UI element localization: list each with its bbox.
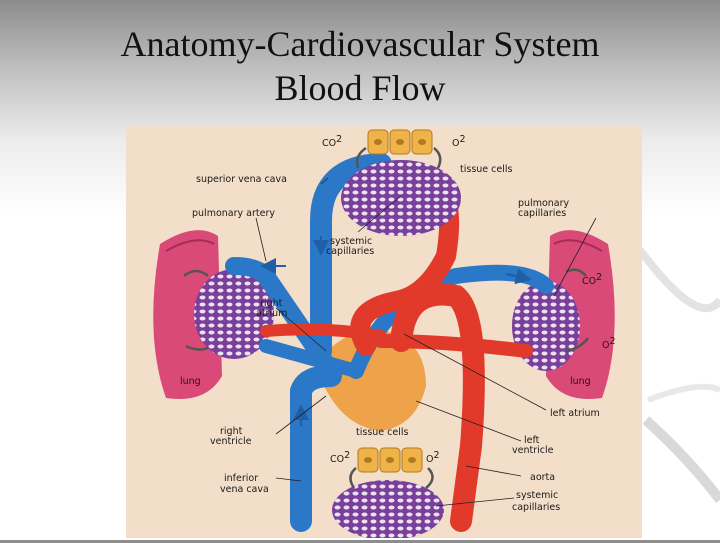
svg-text:CO2: CO2: [322, 134, 342, 149]
aorta-label: aorta: [530, 472, 555, 483]
labels: CO2 O2 tissue cells superior vena cava p…: [180, 134, 616, 513]
blood-flow-diagram: CO2 O2 tissue cells superior vena cava p…: [126, 126, 642, 540]
left-ventricle-label-2: ventricle: [512, 445, 554, 456]
o2-top-label: O: [452, 138, 459, 149]
systemic-capillaries-bottom-label-2: capillaries: [512, 502, 560, 513]
co2-bottom-arrow-icon: [349, 467, 357, 489]
title-line-1: Anatomy-Cardiovascular System: [120, 24, 600, 64]
svg-text:CO2: CO2: [582, 272, 602, 287]
pa-right-flow-arrow-icon: [505, 268, 532, 285]
inferior-vena-cava-label-1: inferior: [224, 473, 258, 484]
right-ventricle-label-1: right: [220, 426, 243, 437]
svg-text:O2: O2: [426, 450, 440, 465]
o2-right-arrow-icon: [565, 337, 590, 353]
left-ventricle-label-1: left: [524, 435, 540, 446]
o2-right-label: O: [602, 340, 609, 351]
systemic-capillaries-top-label-1: systemic: [330, 236, 372, 247]
co2-left-arrow-icon: [183, 269, 209, 277]
left-pulmonary-capillary-bed: [194, 269, 274, 359]
svg-text:O2: O2: [602, 336, 616, 351]
o2-top-arrow-icon: [433, 147, 442, 169]
gas-exchange-arrows: [183, 146, 590, 489]
co2-top-label: CO: [322, 138, 336, 149]
left-atrium-label: left atrium: [550, 408, 600, 419]
pulmonary-capillaries-label-1: pulmonary: [518, 198, 570, 209]
systemic-capillaries-bottom-label-1: systemic: [516, 490, 558, 501]
title-line-2: Blood Flow: [274, 68, 446, 108]
lung-left-label: lung: [180, 376, 201, 387]
inferior-vena-cava-label-2: vena cava: [220, 484, 269, 495]
leader-lines: [255, 177, 597, 507]
top-systemic-capillary-bed: [341, 160, 461, 236]
lung-right-label: lung: [570, 376, 591, 387]
right-atrium-label-1: right: [260, 298, 283, 309]
right-atrium-label-2: atrium: [256, 308, 287, 319]
slide-title: Anatomy-Cardiovascular System Blood Flow: [0, 22, 720, 110]
co2-bottom-label: CO: [330, 454, 344, 465]
heart: [316, 330, 426, 431]
bottom-tissue-cells: [357, 447, 423, 473]
co2-right-arrow-icon: [565, 268, 587, 277]
svg-text:CO2: CO2: [330, 450, 350, 465]
bottom-systemic-capillary-bed: [332, 480, 444, 540]
o2-bottom-arrow-icon: [425, 467, 434, 489]
top-tissue-cells: [367, 129, 433, 155]
svg-text:O2: O2: [452, 134, 466, 149]
o2-bottom-label: O: [426, 454, 433, 465]
systemic-capillaries-top-label-2: capillaries: [326, 246, 374, 257]
right-ventricle-label-2: ventricle: [210, 436, 252, 447]
co2-top-arrow-icon: [355, 146, 367, 169]
co2-right-label: CO: [582, 276, 596, 287]
superior-vena-cava-label: superior vena cava: [196, 174, 287, 185]
o2-left-arrow-icon: [185, 344, 209, 351]
tissue-cells-bottom-label: tissue cells: [356, 427, 408, 438]
pulmonary-capillaries-label-2: capillaries: [518, 208, 566, 219]
pulmonary-artery-label: pulmonary artery: [192, 208, 275, 219]
tissue-cells-top-label: tissue cells: [460, 164, 512, 175]
flow-arrows: [260, 236, 532, 426]
